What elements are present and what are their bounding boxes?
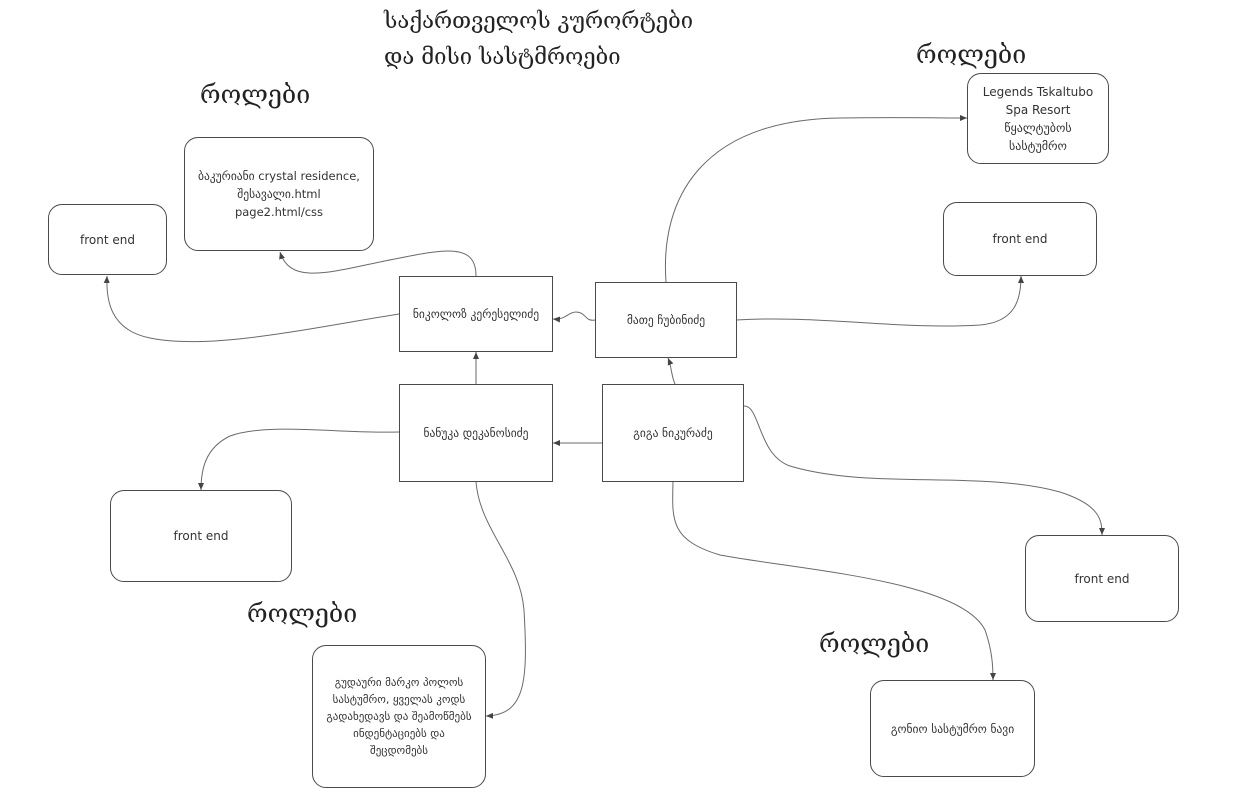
person-box-nanuka[interactable]: ნანუკა დეკანოსიძე <box>399 384 553 482</box>
role-text-gio-resort: გონიო სასტუმრო ნავი <box>890 721 1015 736</box>
role-box-mate-resort[interactable]: Legends Tskaltubo Spa Resort წყალტუბოს ს… <box>967 73 1109 164</box>
person-box-gio[interactable]: გიგა ნიკურაძე <box>602 384 744 482</box>
connector-mate-to-front-end <box>735 275 1024 327</box>
diagram-title-line-1: საქართველოს კურორტები <box>384 9 694 34</box>
role-box-gio-resort[interactable]: გონიო სასტუმრო ნავი <box>870 680 1035 777</box>
role-box-nanuka-front-end[interactable]: front end <box>110 490 292 582</box>
role-text-mate-front-end: front end <box>992 232 1048 246</box>
role-text-mate-resort: Legends Tskaltubo Spa Resort წყალტუბოს ს… <box>982 84 1094 153</box>
person-name-nikoloz: ნიკოლოზ კერესელიძე <box>412 307 540 321</box>
connector-nanuka-to-resort <box>475 481 526 719</box>
role-text-nikoloz-front-end: front end <box>80 232 135 247</box>
roles-heading-nikoloz: როლები <box>200 80 311 109</box>
person-box-nikoloz[interactable]: ნიკოლოზ კერესელიძე <box>399 276 553 352</box>
role-box-nanuka-resort[interactable]: გუდაური მარკო პოლოს სასტუმრო, ყველას კოდ… <box>312 645 486 788</box>
connector-gio-to-front-end <box>743 405 1105 536</box>
role-box-nikoloz-front-end[interactable]: front end <box>48 204 167 275</box>
roles-heading-mate: როლები <box>916 40 1027 69</box>
role-box-nikoloz-resort[interactable]: ბაკურიანი crystal residence, შესავალი.ht… <box>184 137 374 251</box>
person-name-nanuka: ნანუკა დეკანოსიძე <box>423 426 529 440</box>
connector-gio-to-mate <box>667 357 676 385</box>
role-text-nanuka-front-end: front end <box>173 529 229 543</box>
person-name-mate: მათე ჩუბინიძე <box>626 313 706 327</box>
connector-mate-to-nikoloz <box>552 311 596 323</box>
role-text-nikoloz-resort: ბაკურიანი crystal residence, შესავალი.ht… <box>198 169 360 219</box>
person-box-mate[interactable]: მათე ჩუბინიძე <box>595 282 737 358</box>
connector-nikoloz-to-front-end <box>103 275 400 343</box>
role-text-nanuka-resort: გუდაური მარკო პოლოს სასტუმრო, ყველას კოდ… <box>326 676 472 757</box>
role-box-mate-front-end[interactable]: front end <box>943 202 1097 276</box>
role-text-gio-front-end: front end <box>1074 571 1130 586</box>
connector-mate-to-resort <box>664 114 968 283</box>
diagram-title-line-2: და მისი სასტმროები <box>384 45 621 70</box>
connector-nanuka-to-front-end <box>198 428 400 491</box>
connector-nikoloz-to-resort <box>279 250 477 277</box>
roles-heading-nanuka: როლები <box>247 599 358 628</box>
connector-gio-to-resort <box>672 481 996 681</box>
role-box-gio-front-end[interactable]: front end <box>1025 535 1179 622</box>
person-name-gio: გიგა ნიკურაძე <box>633 426 713 440</box>
roles-heading-gio: როლები <box>819 629 930 658</box>
